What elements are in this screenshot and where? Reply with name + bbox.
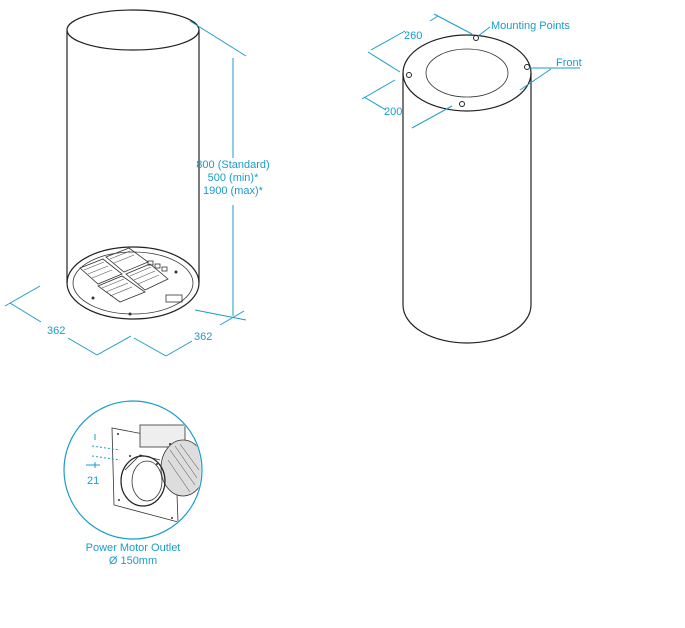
mounting-points — [406, 35, 530, 107]
outlet-caption: Power Motor Outlet Ø 150mm — [73, 542, 193, 568]
height-label-min: 500 (min)* — [207, 172, 259, 184]
front-label: Front — [556, 57, 582, 69]
height-label-max: 1900 (max)* — [203, 185, 263, 197]
height-label-standard: 800 (Standard) — [196, 159, 270, 171]
right-top-depth-dimension — [361, 79, 453, 129]
left-depth-label: 362 — [47, 325, 66, 337]
left-width-label: 362 — [194, 331, 213, 343]
outlet-offset-label: 21 — [87, 475, 100, 487]
left-hood-cylinder — [66, 9, 200, 320]
top-width-label: 260 — [404, 30, 423, 42]
outlet-caption-diameter: Ø 150mm — [108, 555, 158, 567]
top-depth-label: 200 — [384, 106, 403, 118]
left-height-dimension — [189, 20, 247, 321]
left-width-dimension — [133, 310, 245, 357]
left-hood-base-panel — [72, 247, 194, 316]
motor-outlet-detail — [63, 400, 203, 540]
left-depth-dimension — [4, 285, 132, 356]
height-label: 800 (Standard) 500 (min)* 1900 (max)* — [196, 159, 270, 198]
leader-lines — [477, 26, 580, 91]
right-top-width-dimension — [367, 13, 473, 73]
right-hood-cylinder — [402, 34, 532, 344]
outlet-caption-title: Power Motor Outlet — [85, 542, 181, 554]
mounting-points-label: Mounting Points — [491, 20, 570, 32]
